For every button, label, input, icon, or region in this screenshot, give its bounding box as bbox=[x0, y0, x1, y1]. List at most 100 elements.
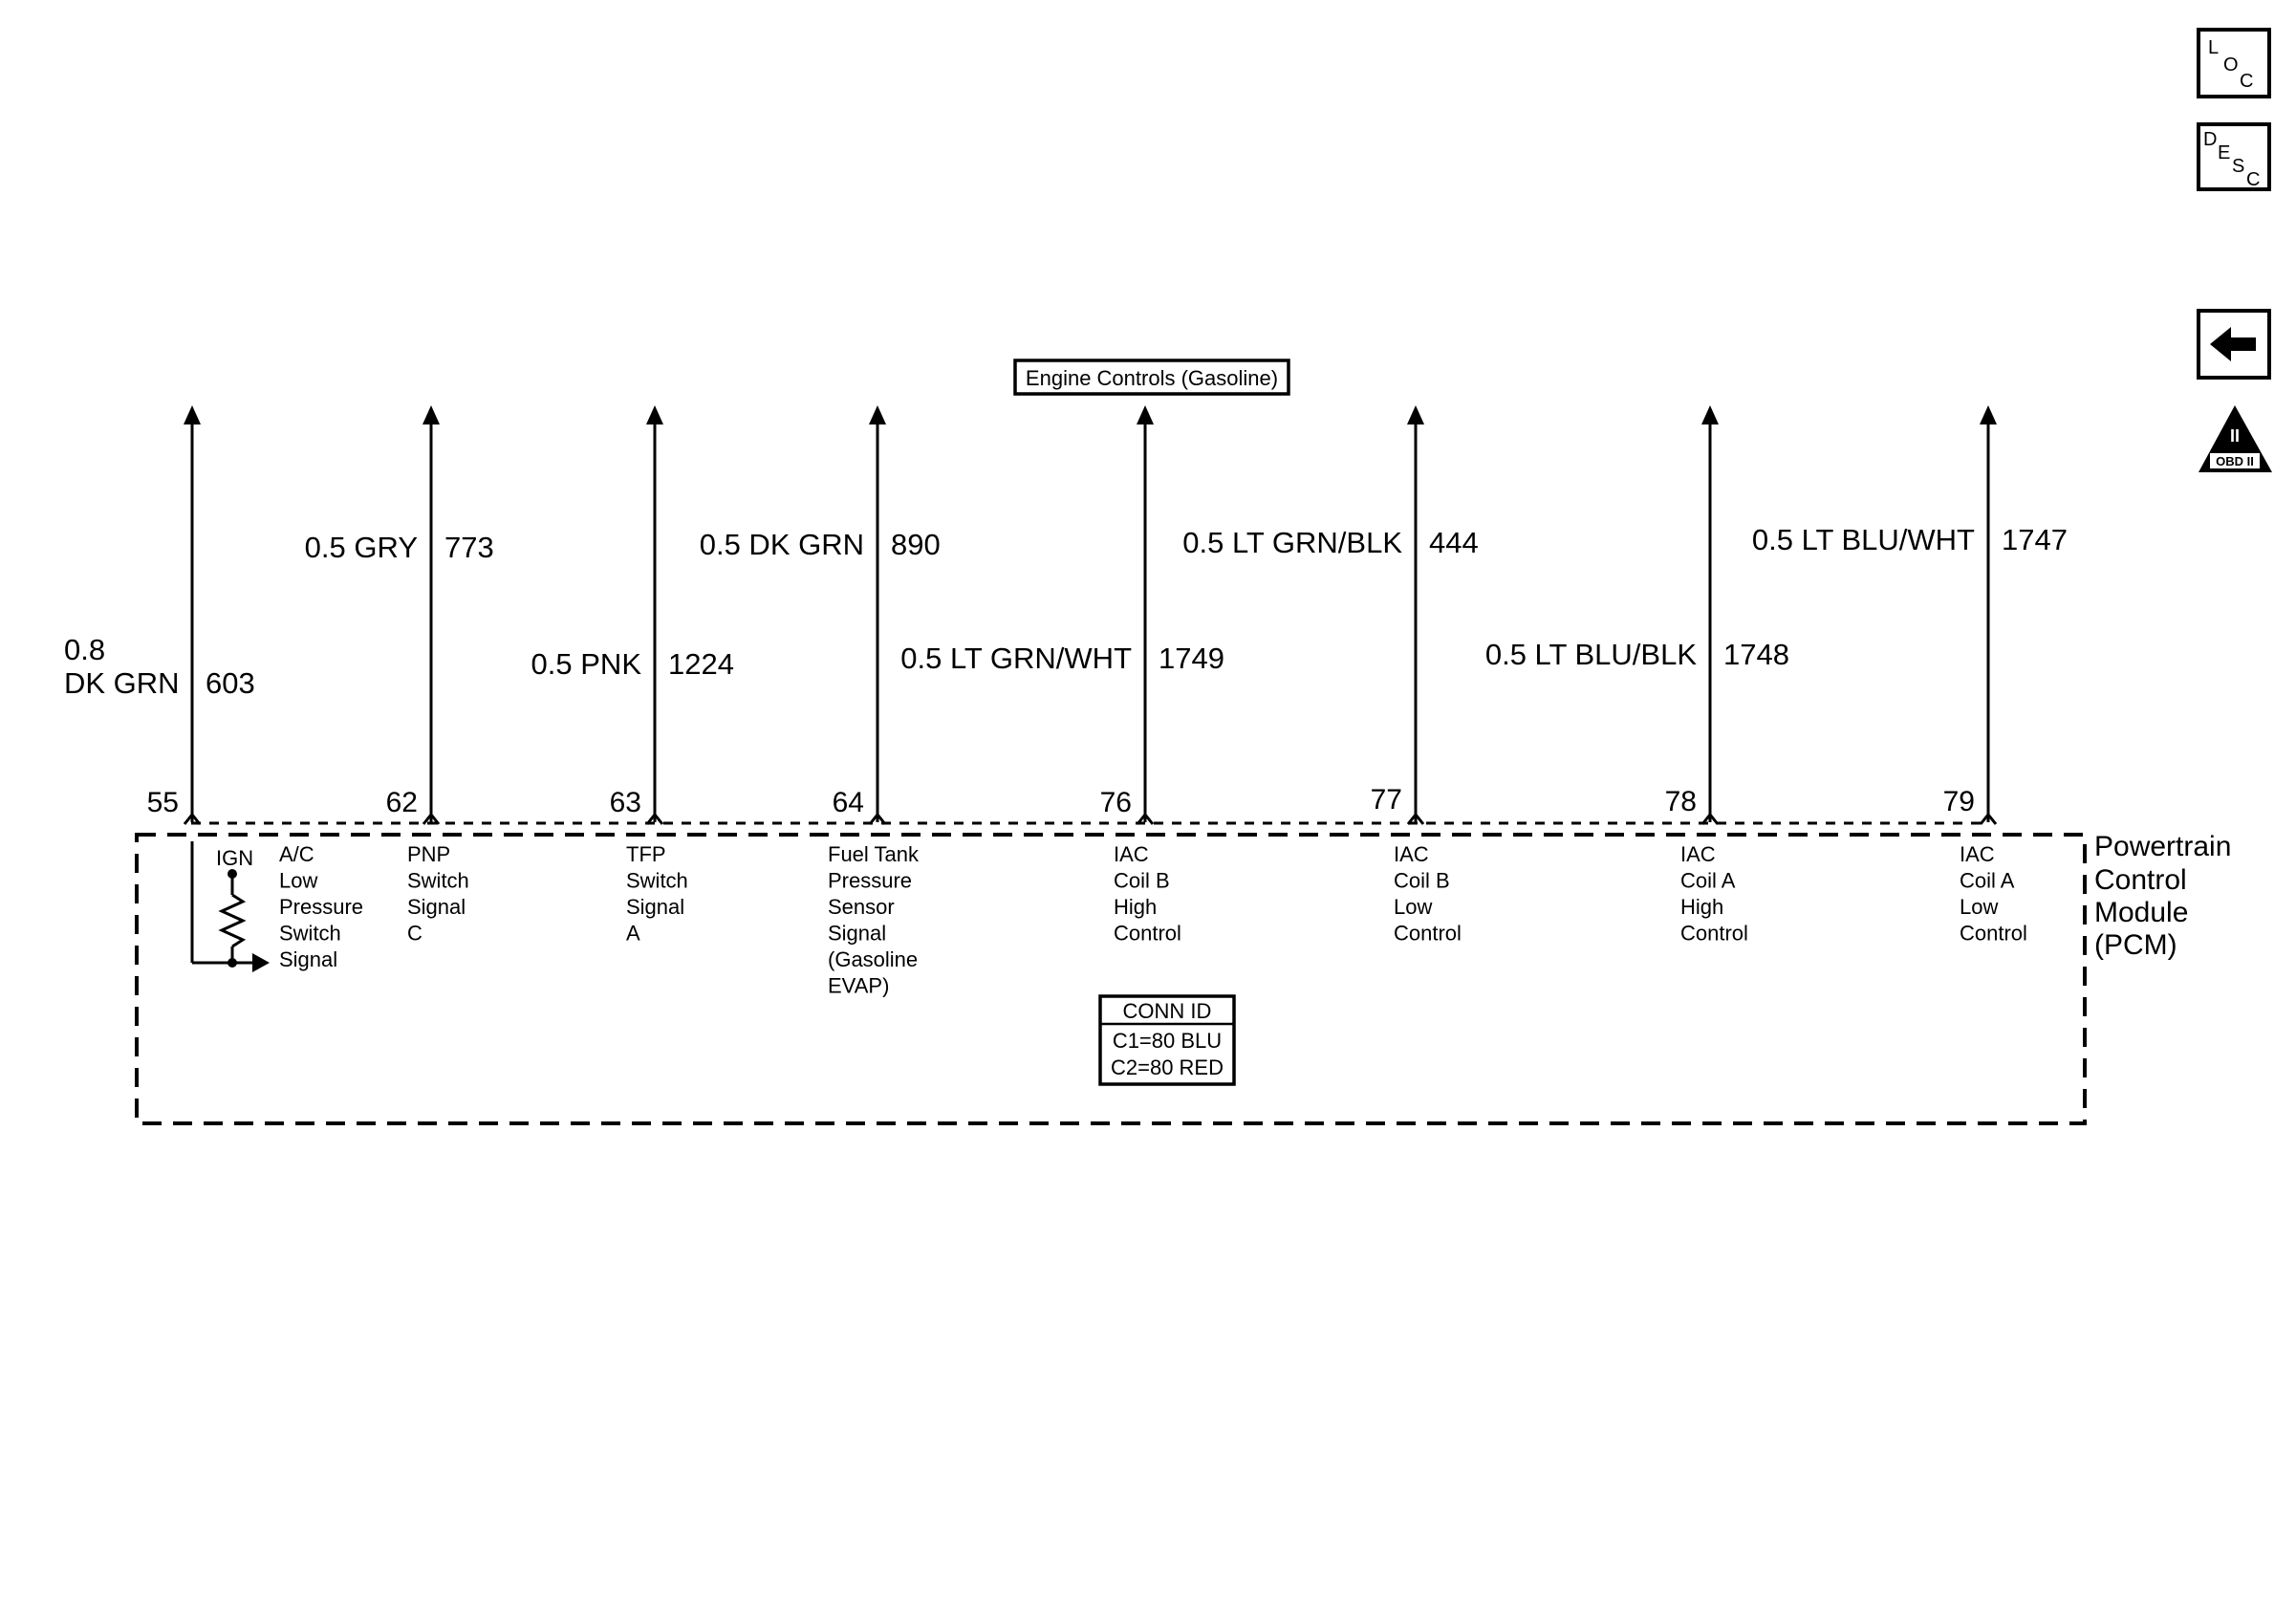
circuit-number-55: 603 bbox=[206, 666, 255, 700]
wire-color-76: 0.5 LT GRN/WHT bbox=[900, 642, 1132, 675]
pin-chevron-icon bbox=[645, 812, 664, 825]
wire-size-55: 0.8 bbox=[64, 633, 105, 666]
module-outline bbox=[135, 833, 2087, 1125]
pin-function-63-line2: Switch bbox=[626, 869, 688, 893]
pin-function-64-line2: Pressure bbox=[828, 869, 912, 893]
pin-number-76: 76 bbox=[1100, 787, 1132, 818]
conn-id-c2: C2=80 RED bbox=[1111, 1055, 1224, 1079]
pin-function-64-line3: Sensor bbox=[828, 895, 895, 919]
pin-function-78-line1: IAC bbox=[1680, 842, 1716, 866]
pin-function-76-line3: High bbox=[1114, 895, 1157, 919]
pin-number-79: 79 bbox=[1943, 786, 1975, 817]
pin-function-63-line1: TFP bbox=[626, 842, 666, 866]
wire-color-63: 0.5 PNK bbox=[531, 647, 642, 681]
pin-function-55-line4: Switch bbox=[279, 922, 341, 946]
module-label-line3: Module bbox=[2094, 897, 2188, 928]
pin-function-62-line2: Switch bbox=[407, 869, 469, 893]
pin-function-78-line3: High bbox=[1680, 895, 1723, 919]
module-label-line4: (PCM) bbox=[2094, 929, 2177, 961]
pin-function-64-line6: EVAP) bbox=[828, 974, 889, 998]
ign-pullup-resistor: IGN bbox=[190, 841, 270, 972]
back-button[interactable] bbox=[2197, 309, 2271, 380]
wire-arrow-icon bbox=[1407, 405, 1424, 424]
desc-button[interactable]: D E S C bbox=[2197, 122, 2271, 191]
pin-function-78-line4: Control bbox=[1680, 922, 1748, 946]
wire-color-78: 0.5 LT BLU/BLK bbox=[1485, 638, 1697, 671]
pin-function-62-line1: PNP bbox=[407, 842, 450, 866]
back-arrow-icon bbox=[2210, 327, 2256, 361]
wire-color-64: 0.5 DK GRN bbox=[700, 528, 864, 561]
obd-ii-button[interactable]: II OBD II bbox=[2199, 405, 2272, 472]
wire-arrow-icon bbox=[1137, 405, 1154, 424]
wire-color-79: 0.5 LT BLU/WHT bbox=[1752, 523, 1975, 556]
pin-chevron-icon bbox=[1406, 812, 1425, 825]
wire-arrow-icon bbox=[422, 405, 440, 424]
pin-function-77-line1: IAC bbox=[1394, 842, 1429, 866]
conn-id-c1: C1=80 BLU bbox=[1113, 1029, 1222, 1053]
pin-function-64-line4: Signal bbox=[828, 922, 886, 946]
pin-function-79-line4: Control bbox=[1960, 922, 2027, 946]
pin-chevron-icon bbox=[868, 812, 887, 825]
wire-color-62: 0.5 GRY bbox=[305, 531, 418, 564]
module-label: Powertrain Control Module (PCM) bbox=[2094, 831, 2231, 961]
pin-chevron-icon bbox=[1979, 812, 1998, 825]
module-label-line2: Control bbox=[2094, 864, 2187, 896]
module-label-line1: Powertrain bbox=[2094, 831, 2231, 862]
pin-function-55-line2: Low bbox=[279, 869, 317, 893]
pin-function-64-line1: Fuel Tank bbox=[828, 842, 920, 866]
pin-number-55: 55 bbox=[147, 787, 179, 818]
pin-function-62-line3: Signal bbox=[407, 895, 466, 919]
destination-box[interactable]: Engine Controls (Gasoline) bbox=[1013, 359, 1290, 396]
circuit-number-78: 1748 bbox=[1723, 638, 1789, 671]
pin-chevron-icon bbox=[183, 812, 202, 825]
circuit-number-76: 1749 bbox=[1159, 642, 1224, 675]
desc-letter-e: E bbox=[2218, 142, 2230, 163]
wire-arrow-icon bbox=[1701, 405, 1719, 424]
destination-label: Engine Controls (Gasoline) bbox=[1026, 366, 1278, 390]
pin-function-79-line2: Coil A bbox=[1960, 869, 2015, 893]
resistor-icon bbox=[218, 893, 247, 948]
wire-color-55: DK GRN bbox=[64, 666, 180, 700]
pin-function-76-line4: Control bbox=[1114, 922, 1181, 946]
conn-id-title: CONN ID bbox=[1123, 999, 1212, 1023]
wire-color-77: 0.5 LT GRN/BLK bbox=[1182, 526, 1402, 559]
pin-function-77-line2: Coil B bbox=[1394, 869, 1450, 893]
pin-function-78-line2: Coil A bbox=[1680, 869, 1736, 893]
wire-arrow-icon bbox=[646, 405, 663, 424]
ign-label: IGN bbox=[216, 846, 253, 870]
circuit-number-62: 773 bbox=[444, 531, 494, 564]
circuit-number-63: 1224 bbox=[668, 647, 734, 681]
pin-number-63: 63 bbox=[610, 787, 641, 818]
obd-label: OBD II bbox=[2216, 454, 2254, 468]
pin-function-55-line5: Signal bbox=[279, 947, 337, 971]
pin-function-62-line4: C bbox=[407, 922, 422, 946]
circuit-number-77: 444 bbox=[1429, 526, 1479, 559]
pin-function-77-line3: Low bbox=[1394, 895, 1432, 919]
desc-letter-s: S bbox=[2232, 156, 2244, 177]
loc-button[interactable]: L O C bbox=[2197, 28, 2271, 98]
loc-letter-l: L bbox=[2208, 37, 2219, 58]
loc-letter-c: C bbox=[2240, 71, 2253, 92]
pin-function-79-line3: Low bbox=[1960, 895, 1998, 919]
pin-number-62: 62 bbox=[386, 787, 418, 818]
desc-letter-d: D bbox=[2203, 129, 2217, 150]
pin-function-55-line3: Pressure bbox=[279, 895, 363, 919]
pin-number-77: 77 bbox=[1371, 784, 1402, 816]
desc-letter-c: C bbox=[2246, 169, 2260, 190]
wire-arrow-icon bbox=[1980, 405, 1997, 424]
wire-arrow-icon bbox=[869, 405, 886, 424]
obd-roman-numeral: II bbox=[2230, 426, 2240, 446]
pin-function-76-line2: Coil B bbox=[1114, 869, 1170, 893]
pin-number-78: 78 bbox=[1665, 786, 1697, 817]
conn-id-box: CONN ID C1=80 BLU C2=80 RED bbox=[1098, 994, 1236, 1086]
pin-function-63-line3: Signal bbox=[626, 895, 684, 919]
circuit-number-64: 890 bbox=[891, 528, 941, 561]
pin-number-64: 64 bbox=[833, 787, 864, 818]
pin-chevron-icon bbox=[422, 812, 441, 825]
signal-arrow-icon bbox=[252, 953, 270, 972]
pin-chevron-icon bbox=[1136, 812, 1155, 825]
pin-function-77-line4: Control bbox=[1394, 922, 1462, 946]
pin-function-55-line1: A/C bbox=[279, 842, 314, 866]
